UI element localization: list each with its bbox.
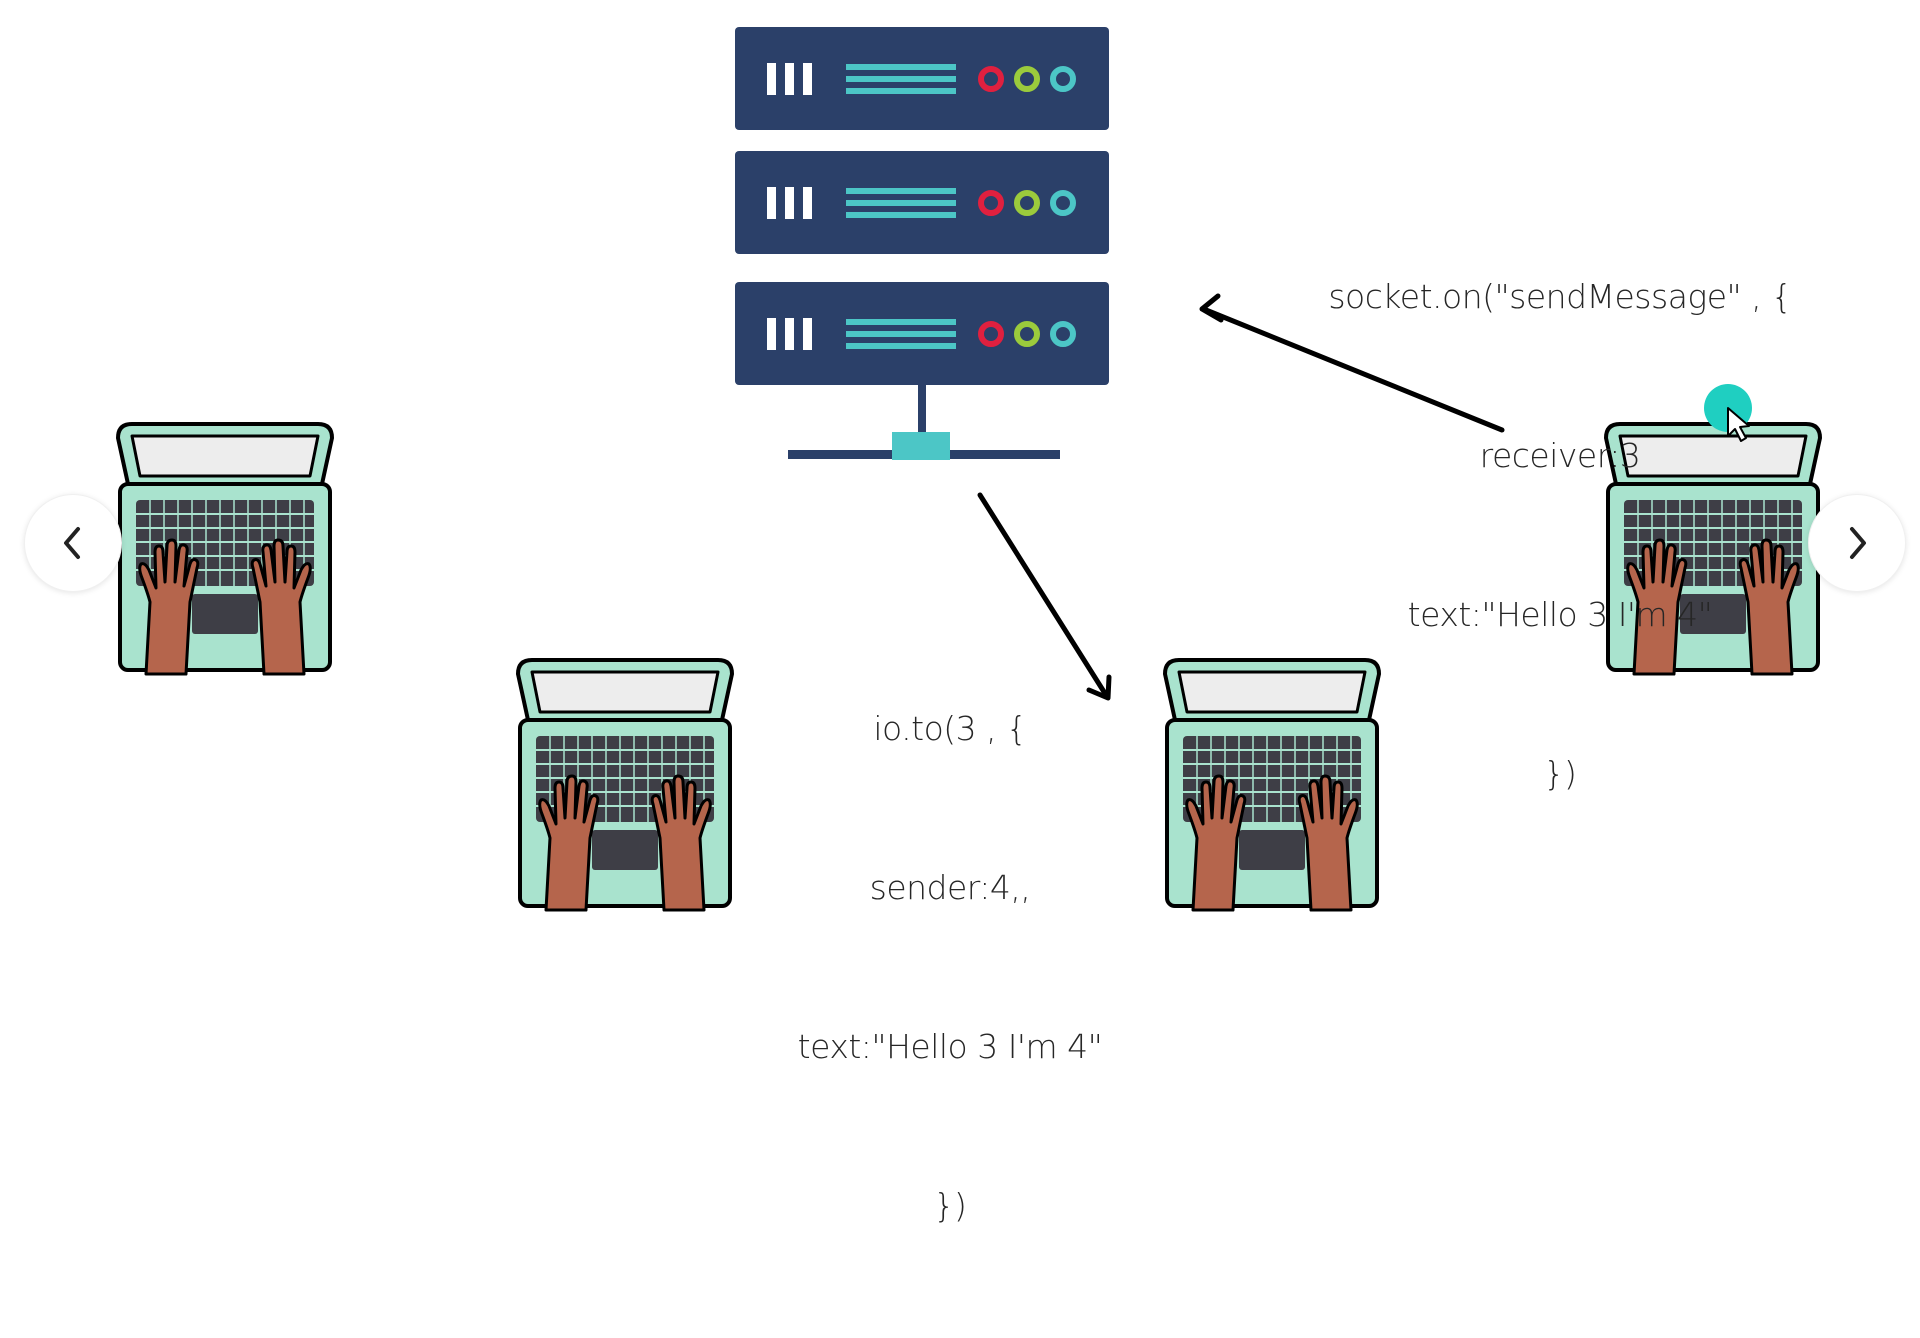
- next-slide-button[interactable]: [1808, 494, 1906, 592]
- code-line: socket.on("sendMessage" , {: [1328, 277, 1792, 316]
- emit-to-receiver-code: io.to(3 , { sender:4,, text:"Hello 3 I'm…: [770, 596, 1130, 1338]
- arrow-to-receiver: [977, 492, 1112, 701]
- code-line: receiver:3: [1479, 436, 1641, 475]
- code-line: sender:4,,: [869, 868, 1031, 907]
- laptop-typing-icon: [518, 660, 732, 910]
- chevron-right-icon: [1850, 527, 1866, 559]
- code-line: io.to(3 , {: [873, 709, 1027, 748]
- send-message-code: socket.on("sendMessage" , { receiver:3 t…: [1290, 164, 1830, 906]
- server-rack-icon: [735, 27, 1109, 460]
- code-line: }): [1543, 754, 1577, 793]
- previous-slide-button[interactable]: [24, 494, 122, 592]
- code-line: text:"Hello 3 I'm 4": [797, 1027, 1103, 1066]
- code-line: text:"Hello 3 I'm 4": [1407, 595, 1713, 634]
- chevron-left-icon: [64, 527, 80, 559]
- laptop-typing-icon: [118, 424, 332, 674]
- arrow-to-server: [1199, 293, 1505, 433]
- mouse-pointer-icon: [1704, 384, 1752, 442]
- diagram-svg: [0, 0, 1920, 946]
- slide-canvas: socket.on("sendMessage" , { receiver:3 t…: [0, 0, 1920, 1225]
- code-line: }): [933, 1186, 967, 1225]
